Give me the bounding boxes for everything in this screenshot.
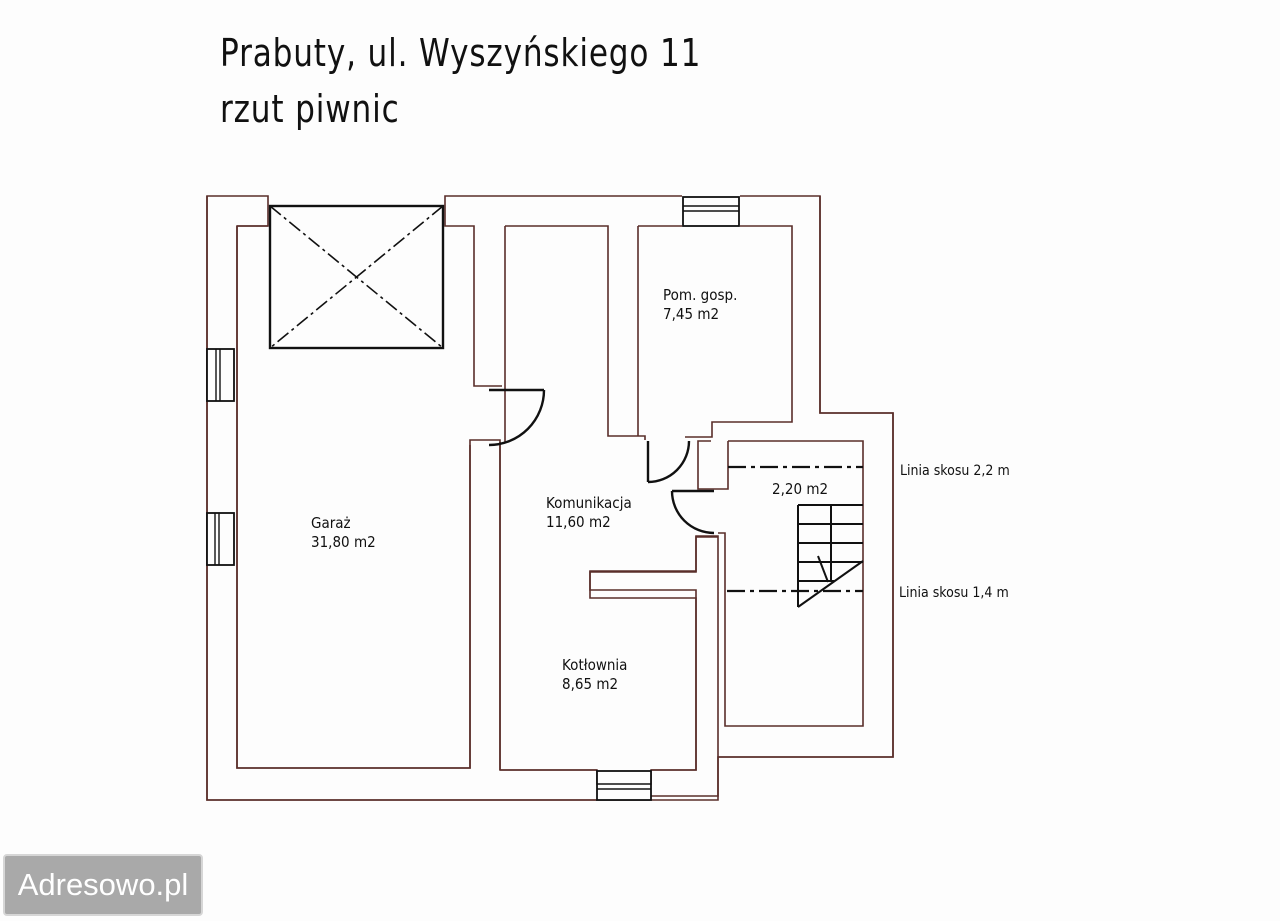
room-name: Pom. gosp.: [663, 286, 738, 304]
window-icon: [596, 770, 652, 801]
door-icon: [670, 489, 715, 535]
room-label-garage: Garaż 31,80 m2: [311, 514, 376, 552]
room-name: Garaż: [311, 514, 351, 532]
door-icon: [488, 388, 546, 447]
plan-title-address: Prabuty, ul. Wyszyńskiego 11: [220, 31, 702, 75]
room-name: Kotłownia: [562, 656, 628, 674]
window-icon: [206, 512, 235, 566]
slope-label-upper: Linia skosu 2,2 m: [900, 463, 1010, 479]
outer-wall: [206, 195, 719, 801]
room-label-utility: Pom. gosp. 7,45 m2: [663, 286, 737, 324]
room-area: 11,60 m2: [546, 513, 611, 531]
window-icon: [682, 196, 740, 227]
garage-pit-icon: [268, 204, 445, 350]
utility-room-wall: [637, 225, 793, 438]
plan-title-subtitle: rzut piwnic: [220, 87, 400, 131]
garage-wall: [236, 225, 471, 769]
corridor-wall: [499, 225, 718, 771]
room-label-boiler-room: Kotłownia 8,65 m2: [562, 656, 627, 694]
door-icon: [646, 440, 691, 484]
window-icon: [206, 348, 235, 402]
room-label-staircase: 2,20 m2: [772, 480, 828, 499]
room-area: 31,80 m2: [311, 533, 376, 551]
room-area: 2,20 m2: [772, 480, 829, 498]
room-label-corridor: Komunikacja 11,60 m2: [546, 494, 632, 532]
watermark-logo: Adresowo.pl: [3, 854, 203, 916]
room-name: Komunikacja: [546, 494, 632, 512]
staircase-room-wall: [697, 440, 864, 727]
room-area: 8,65 m2: [562, 675, 619, 693]
room-area: 7,45 m2: [663, 305, 720, 323]
east-wall: [718, 196, 894, 758]
stairs-icon: [797, 504, 864, 608]
slope-label-lower: Linia skosu 1,4 m: [899, 585, 1009, 601]
